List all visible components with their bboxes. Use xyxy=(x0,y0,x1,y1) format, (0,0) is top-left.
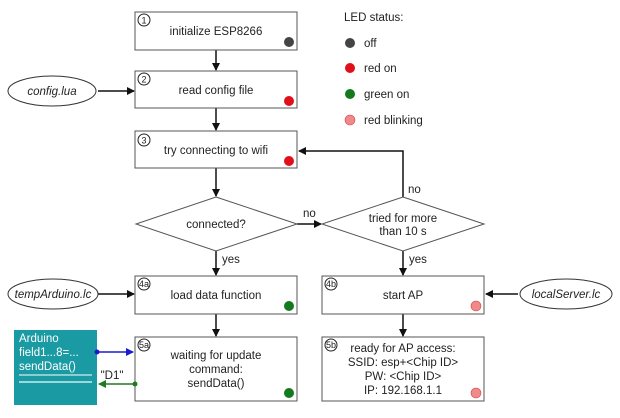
legend-title: LED status: xyxy=(344,12,403,24)
file-localserver: localServer.lc xyxy=(519,278,613,310)
arrow-d2-no-retry xyxy=(298,147,404,197)
step-number: 3 xyxy=(141,136,146,146)
step-number-circle xyxy=(324,338,338,352)
file-label: localServer.lc xyxy=(532,289,601,301)
step-number-circle xyxy=(324,277,338,291)
step-label-line-1: ready for AP access: xyxy=(350,343,455,355)
led-green-on-icon xyxy=(284,388,294,398)
step-2: 2 read config file xyxy=(134,70,298,109)
legend-label-red-blinking: red blinking xyxy=(364,115,423,127)
arduino-connectors: "D1" xyxy=(94,348,138,388)
step-5a: 5a waiting for update command: sendData(… xyxy=(134,336,298,402)
led-red-on-icon xyxy=(284,156,294,166)
step-number-circle xyxy=(137,133,151,147)
branch-yes-label: yes xyxy=(409,254,427,266)
legend-label-red-on: red on xyxy=(364,63,397,75)
step-label-line-2: SSID: esp+<Chip ID> xyxy=(348,357,459,369)
step-5b: 5b ready for AP access: SSID: esp+<Chip … xyxy=(321,336,485,402)
step-label: read config file xyxy=(179,85,254,97)
connectors xyxy=(98,50,518,337)
decision-label: connected? xyxy=(186,219,245,231)
step-label: try connecting to wifi xyxy=(164,145,268,157)
file-config: config.lua xyxy=(7,75,97,107)
step-1: 1 initialize ESP8266 xyxy=(134,11,298,51)
legend-led-green-on-icon xyxy=(345,89,355,99)
file-label: tempArduino.lc xyxy=(15,289,92,301)
file-temparduino: tempArduino.lc xyxy=(7,278,99,310)
arduino-senddata: sendData() xyxy=(19,361,76,373)
step-label-line-3: sendData() xyxy=(188,378,245,390)
step-4b: 4b start AP xyxy=(321,275,485,315)
step-number: 5a xyxy=(139,340,149,350)
step-label-line-2: command: xyxy=(189,364,243,376)
step-number: 2 xyxy=(141,75,146,85)
legend-led-off-icon xyxy=(345,38,355,48)
decision-connected: connected? no yes xyxy=(134,196,316,266)
step-label-line-1: waiting for update xyxy=(170,350,262,362)
step-number-circle xyxy=(137,338,151,352)
decision-label-line-2: than 10 s xyxy=(379,226,427,238)
step-number: 1 xyxy=(141,16,146,26)
step-number: 4b xyxy=(326,279,336,289)
step-label-line-4: IP: 192.168.1.1 xyxy=(364,385,442,397)
file-label: config.lua xyxy=(27,86,76,98)
legend-led-red-on-icon xyxy=(345,63,355,73)
arduino-fields: field1...8=... xyxy=(19,347,79,359)
step-label-line-3: PW: <Chip ID> xyxy=(365,371,442,383)
led-red-blinking-icon xyxy=(470,300,482,312)
step-number-circle xyxy=(137,13,151,27)
step-4a: 4a load data function xyxy=(134,275,298,315)
signal-label: "D1" xyxy=(101,370,124,382)
led-off-icon xyxy=(284,37,294,47)
step-number-circle xyxy=(137,277,151,291)
arduino-title: Arduino xyxy=(19,333,59,345)
branch-no-label: no xyxy=(408,184,421,196)
legend-label-off: off xyxy=(364,38,377,50)
legend-led-red-blinking-icon xyxy=(344,114,356,126)
step-3: 3 try connecting to wifi xyxy=(134,130,298,169)
decision-timeout: tried for more than 10 s no yes xyxy=(320,184,486,266)
branch-no-label: no xyxy=(303,208,316,220)
step-number: 4a xyxy=(139,279,149,289)
arduino-background xyxy=(14,330,97,405)
step-label: load data function xyxy=(171,290,262,302)
step-label: initialize ESP8266 xyxy=(170,26,263,38)
step-number: 5b xyxy=(326,340,336,350)
arduino-block: Arduino field1...8=... sendData() xyxy=(14,330,97,405)
branch-yes-label: yes xyxy=(222,254,240,266)
led-green-on-icon xyxy=(284,301,294,311)
step-label: start AP xyxy=(383,290,424,302)
legend-label-green-on: green on xyxy=(364,89,409,101)
led-red-blinking-icon xyxy=(470,387,482,399)
step-number-circle xyxy=(137,72,151,86)
decision-label-line-1: tried for more xyxy=(369,213,437,225)
led-red-on-icon xyxy=(284,96,294,106)
legend: LED status: off red on green on red blin… xyxy=(344,12,423,127)
